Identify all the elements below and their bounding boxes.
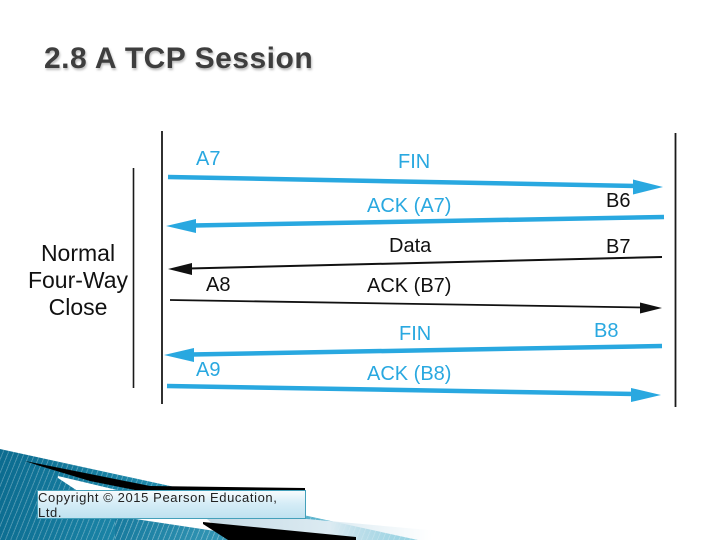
seq-label-b7: B7 <box>606 236 631 258</box>
fin-1-line <box>167 174 639 189</box>
seq-label-a8: A8 <box>206 274 231 296</box>
copyright-text: Copyright © 2015 Pearson Education, Ltd. <box>38 489 278 520</box>
seq-label-a7: A7 <box>196 148 221 170</box>
ack-b7-arrowhead-icon <box>640 302 662 314</box>
seq-label-b6: B6 <box>606 190 631 212</box>
ack-b8-arrowhead-icon <box>631 388 661 402</box>
seq-label-b8: B8 <box>594 320 619 342</box>
page-title: 2.8 A TCP Session <box>44 42 314 75</box>
data-line <box>188 256 663 270</box>
fin-2-line <box>190 343 663 357</box>
fin-2-arrowhead-icon <box>164 348 194 362</box>
msg-label-fin-1: FIN <box>398 151 431 173</box>
close-caption: Normal Four-Way Close <box>20 240 136 321</box>
ack-b8-line <box>166 383 636 397</box>
close-caption-line-1: Normal <box>40 240 116 266</box>
ack-b7-line <box>169 299 645 309</box>
ack-a7-arrowhead-icon <box>166 219 196 233</box>
fin-1-arrowhead-icon <box>633 179 663 195</box>
msg-label-fin-2: FIN <box>399 323 432 345</box>
ack-a7-line <box>192 214 665 228</box>
msg-label-ack-b8: ACK (B8) <box>367 363 452 385</box>
data-arrowhead-icon <box>168 263 192 275</box>
close-caption-line-2: Four-Way <box>27 267 129 293</box>
msg-label-ack-b7: ACK (B7) <box>367 275 452 297</box>
msg-label-data: Data <box>389 235 432 257</box>
msg-label-ack-a7: ACK (A7) <box>367 195 452 217</box>
close-caption-line-3: Close <box>48 294 108 320</box>
seq-label-a9: A9 <box>196 359 221 381</box>
copyright-box: Copyright © 2015 Pearson Education, Ltd. <box>37 489 306 520</box>
